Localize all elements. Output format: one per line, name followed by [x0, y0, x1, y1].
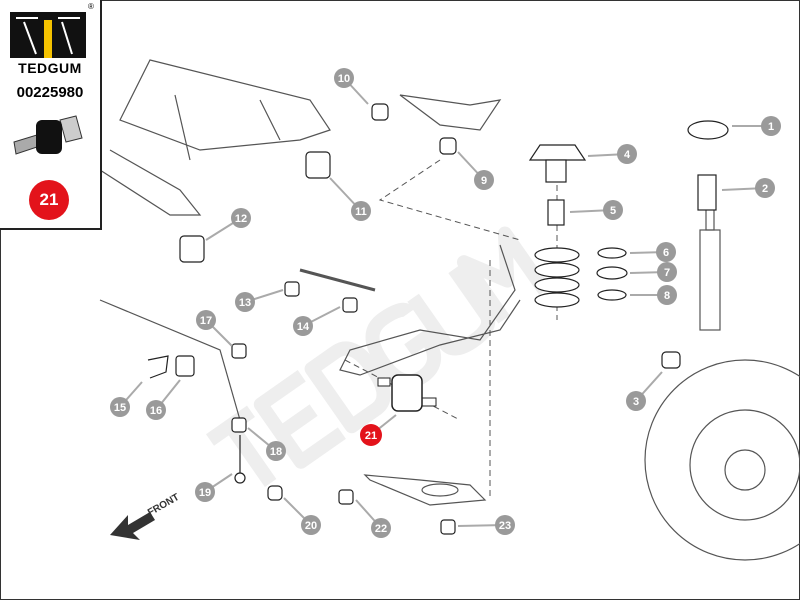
front-arrow: FRONT	[110, 492, 181, 540]
callout-circle	[626, 391, 646, 411]
callout-21: 21	[360, 414, 397, 446]
callout-number: 22	[375, 523, 387, 535]
brand-name: TEDGUM	[18, 60, 82, 76]
callout-circle	[603, 200, 623, 220]
callout-18: 18	[247, 427, 286, 461]
part-number: 00225980	[16, 84, 84, 101]
callout-number: 20	[305, 520, 317, 532]
callout-number: 3	[633, 396, 639, 408]
callout-4: 4	[587, 144, 637, 164]
callout-circle	[146, 400, 166, 420]
callout-number: 14	[297, 321, 310, 333]
watermark	[205, 226, 551, 488]
callout-circle	[755, 178, 775, 198]
callout-circle	[657, 262, 677, 282]
parts	[147, 103, 729, 535]
callout-5: 5	[569, 200, 623, 220]
highlighted-part-21	[377, 374, 437, 412]
callout-23: 23	[457, 515, 515, 535]
callout-circle	[110, 397, 130, 417]
callout-number: 4	[624, 149, 631, 161]
callout-circle	[266, 441, 286, 461]
callout-14: 14	[293, 306, 341, 336]
callout-number: 2	[762, 183, 768, 195]
tedgum-logo	[10, 12, 86, 58]
subframe	[99, 59, 800, 561]
callout-1: 1	[732, 116, 781, 136]
callout-circle	[371, 518, 391, 538]
callout-number: 6	[663, 247, 669, 259]
callout-13: 13	[235, 289, 284, 312]
callout-circle	[617, 144, 637, 164]
callout-circle	[351, 201, 371, 221]
callout-number: 13	[239, 297, 251, 309]
callout-number: 18	[270, 446, 282, 458]
callout-2: 2	[721, 178, 775, 198]
callout-number: 5	[610, 205, 616, 217]
callout-16: 16	[146, 379, 181, 420]
callout-circle	[301, 515, 321, 535]
callout-circle	[293, 316, 313, 336]
highlight-number-badge: 21	[29, 180, 69, 220]
callout-9: 9	[457, 151, 494, 190]
callout-20: 20	[283, 497, 321, 535]
callout-number: 9	[481, 175, 487, 187]
part-info-box: ® TEDGUM 00225980 21	[0, 0, 102, 230]
part-thumbnail	[13, 115, 83, 155]
callout-number: 7	[664, 267, 670, 279]
callout-circle	[761, 116, 781, 136]
callout-number: 17	[200, 315, 212, 327]
callout-number: 15	[114, 402, 126, 414]
callout-11: 11	[329, 177, 371, 221]
callout-number: 8	[664, 290, 670, 302]
callout-number: 19	[199, 487, 211, 499]
callout-circle	[360, 424, 382, 446]
callout-circle	[656, 242, 676, 262]
callout-circle	[196, 310, 216, 330]
callout-circle	[334, 68, 354, 88]
callout-circle	[195, 482, 215, 502]
callout-circle	[657, 285, 677, 305]
callout-15: 15	[110, 381, 143, 417]
callout-19: 19	[195, 473, 233, 502]
callout-22: 22	[355, 499, 391, 538]
callout-number: 21	[365, 430, 377, 442]
callout-number: 11	[355, 206, 367, 218]
callout-7: 7	[629, 262, 677, 282]
callout-17: 17	[196, 310, 233, 347]
callout-number: 16	[150, 405, 162, 417]
front-label: FRONT	[146, 492, 181, 519]
callout-circle	[495, 515, 515, 535]
callout-circle	[231, 208, 251, 228]
callout-circle	[474, 170, 494, 190]
callout-10: 10	[334, 68, 369, 105]
callout-number: 23	[499, 520, 511, 532]
callout-number: 10	[338, 73, 350, 85]
callout-6: 6	[629, 242, 676, 262]
callout-12: 12	[205, 208, 251, 241]
callout-8: 8	[630, 285, 677, 305]
callout-number: 12	[235, 213, 247, 225]
registered-mark: ®	[88, 2, 94, 11]
callout-circle	[235, 292, 255, 312]
callout-number: 1	[768, 121, 774, 133]
callout-3: 3	[626, 371, 663, 411]
